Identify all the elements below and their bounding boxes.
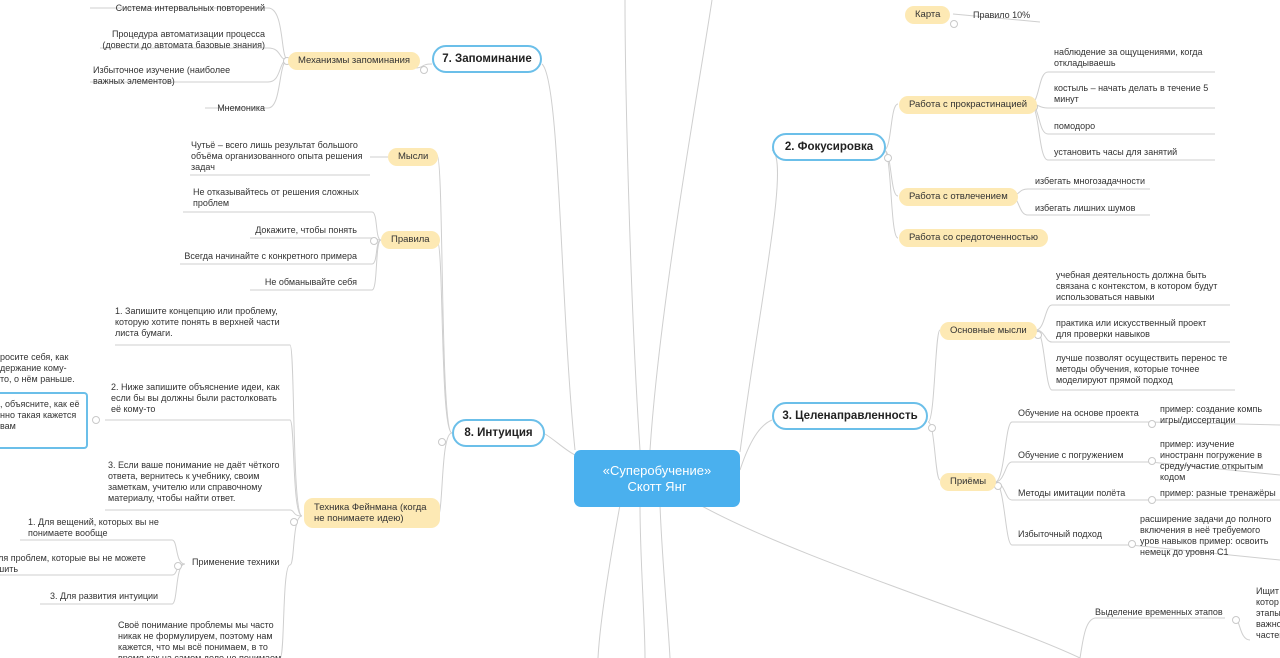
application-label[interactable]: Применение техники: [192, 557, 280, 567]
connector-dot[interactable]: [884, 154, 892, 162]
procrastination-item-2[interactable]: костыль – начать делать в течение 5 мину…: [1054, 83, 1209, 104]
memory-item-3[interactable]: Избыточное изучение (наиболее важных эле…: [93, 65, 231, 86]
branch-memory[interactable]: 7. Запоминание: [432, 45, 542, 73]
rule-item-1[interactable]: Не отказывайтесь от решения сложных проб…: [193, 187, 359, 208]
connector-dot[interactable]: [1232, 616, 1240, 624]
feynman-callout[interactable]: [0, 392, 88, 449]
time-stages-detail[interactable]: Ищит котор этапы важно частей: [1256, 586, 1280, 640]
feynman-side-text-1[interactable]: росите себя, как держание кому-то, о нём…: [0, 352, 75, 384]
application-item-3[interactable]: 3. Для развития интуиции: [50, 591, 159, 601]
technique-2-name[interactable]: Обучение с погружением: [1018, 450, 1124, 460]
distraction-item-2[interactable]: избегать лишних шумов: [1035, 203, 1136, 213]
connector-dot[interactable]: [420, 66, 428, 74]
distraction-item-1[interactable]: избегать многозадачности: [1035, 176, 1145, 186]
main-idea-item-3[interactable]: лучше позволят осуществить перенос те ме…: [1056, 353, 1228, 385]
connector-dot[interactable]: [928, 424, 936, 432]
rule-item-4[interactable]: Не обманывайте себя: [264, 277, 357, 287]
branch-intuition[interactable]: 8. Интуиция: [452, 419, 545, 447]
feynman-step-1[interactable]: 1. Запишите концепцию или проблему, кото…: [115, 306, 280, 338]
connector-dot[interactable]: [370, 237, 378, 245]
memory-item-2[interactable]: Процедура автоматизации процесса (довест…: [102, 29, 265, 50]
rule-item-2[interactable]: Докажите, чтобы понять: [255, 225, 357, 235]
procrastination-item-3[interactable]: помодоро: [1054, 121, 1096, 131]
topic-memory-mechanisms[interactable]: Механизмы запоминания: [288, 52, 421, 70]
topic-map[interactable]: Карта: [905, 6, 951, 24]
topic-main-ideas[interactable]: Основные мысли: [940, 322, 1037, 340]
technique-4-name[interactable]: Избыточный подход: [1018, 529, 1102, 539]
main-idea-item-2[interactable]: практика или искусственный проект для пр…: [1056, 318, 1207, 339]
connector-dot[interactable]: [1128, 540, 1136, 548]
connector-dot[interactable]: [290, 518, 298, 526]
connector-dot[interactable]: [1148, 457, 1156, 465]
topic-distraction[interactable]: Работа с отвлечением: [899, 188, 1018, 206]
technique-3-name[interactable]: Методы имитации полёта: [1018, 488, 1126, 498]
technique-4-detail[interactable]: расширение задачи до полного включения в…: [1140, 514, 1272, 557]
procrastination-item-4[interactable]: установить часы для занятий: [1054, 147, 1178, 157]
rule-item-3[interactable]: Всегда начинайте с конкретного примера: [184, 251, 357, 261]
topic-feynman-technique[interactable]: Техника Фейнмана (когда не понимаете иде…: [304, 498, 440, 528]
memory-item-4[interactable]: Мнемоника: [217, 103, 265, 113]
connector-dot[interactable]: [92, 416, 100, 424]
central-topic-author: Скотт Янг: [627, 478, 687, 494]
feynman-step-3[interactable]: 3. Если ваше понимание не даёт чёткого о…: [108, 460, 280, 503]
technique-1-name[interactable]: Обучение на основе проекта: [1018, 408, 1139, 418]
central-topic[interactable]: «Суперобучение» Скотт Янг: [574, 450, 740, 507]
time-stages-label[interactable]: Выделение временных этапов: [1095, 607, 1223, 617]
application-note[interactable]: Своё понимание проблемы мы часто никак н…: [118, 620, 282, 658]
central-topic-title: «Суперобучение»: [602, 462, 712, 478]
map-item[interactable]: Правило 10%: [973, 10, 1031, 20]
topic-procrastination[interactable]: Работа с прокрастинацией: [899, 96, 1038, 114]
connector-dot[interactable]: [438, 438, 446, 446]
connector-dot[interactable]: [174, 562, 182, 570]
connector-dot[interactable]: [1148, 496, 1156, 504]
application-item-1[interactable]: 1. Для вещений, которых вы не понимаете …: [28, 517, 159, 538]
topic-rules[interactable]: Правила: [381, 231, 440, 249]
connector-dot[interactable]: [950, 20, 958, 28]
connector-dot[interactable]: [1148, 420, 1156, 428]
branch-focus[interactable]: 2. Фокусировка: [772, 133, 886, 161]
topic-techniques[interactable]: Приёмы: [940, 473, 997, 491]
topic-concentration[interactable]: Работа со средоточенностью: [899, 229, 1048, 247]
feynman-step-2[interactable]: 2. Ниже запишите объяснение идеи, как ес…: [111, 382, 280, 414]
branch-directness[interactable]: 3. Целенаправленность: [772, 402, 928, 430]
memory-item-1[interactable]: Система интервальных повторений: [115, 3, 265, 13]
thoughts-item[interactable]: Чутьё – всего лишь результат большого об…: [191, 140, 363, 172]
topic-thoughts[interactable]: Мысли: [388, 148, 439, 166]
technique-1-detail[interactable]: пример: создание компь игры/диссертации: [1160, 404, 1263, 425]
technique-2-detail[interactable]: пример: изучение иностранн погружение в …: [1160, 439, 1264, 482]
main-idea-item-1[interactable]: учебная деятельность должна быть связана…: [1056, 270, 1218, 302]
technique-3-detail[interactable]: пример: разные тренажёры: [1160, 488, 1276, 498]
feynman-side-text-2[interactable]: , объясните, как её нно такая кажется ва…: [0, 399, 80, 431]
procrastination-item-1[interactable]: наблюдение за ощущениями, когда откладыв…: [1054, 47, 1203, 68]
